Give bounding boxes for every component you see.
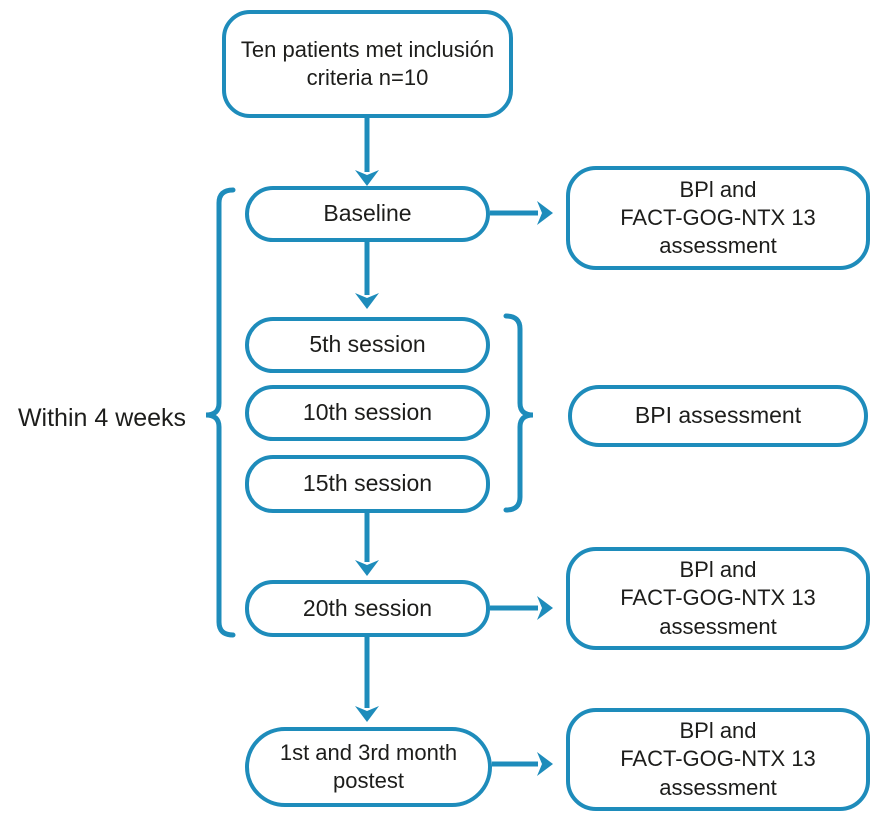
postest-line-1: 1st and 3rd month [279, 739, 458, 765]
inclusion-line-1: Ten patients met inclusión [240, 36, 495, 62]
node-assessment-after-baseline: BPl and FACT-GOG-NTX 13 assessment [566, 166, 870, 270]
node-session-10: 10th session [245, 385, 490, 441]
assessment2-line-3: assessment [659, 613, 777, 639]
arrow-right-baseline-to-assessment-icon [490, 201, 553, 225]
arrow-right-postest-to-assessment-icon [492, 752, 553, 776]
node-inclusion-criteria: Ten patients met inclusión criteria n=10 [222, 10, 513, 118]
arrow-down-baseline-to-session5-icon [355, 242, 379, 309]
brace-right-sessions-to-bpi-icon [503, 313, 534, 513]
session20-label: 20th session [302, 594, 433, 621]
assessment2-line-1: BPl and [679, 557, 757, 583]
assessment3-line-1: BPl and [679, 718, 757, 744]
arrow-down-inclusion-to-baseline-icon [355, 118, 379, 186]
session15-label: 15th session [302, 470, 433, 497]
session5-label: 5th session [309, 331, 426, 358]
node-session-5: 5th session [245, 317, 490, 373]
assessment3-line-2: FACT-GOG-NTX 13 [620, 746, 816, 772]
brace-left-within-4-weeks-icon [205, 187, 236, 638]
node-bpi-assessment: BPI assessment [568, 385, 868, 447]
bpi-assessment-label: BPI assessment [634, 402, 802, 429]
node-postest: 1st and 3rd month postest [245, 727, 492, 807]
assessment2-line-2: FACT-GOG-NTX 13 [620, 585, 816, 611]
assessment1-line-1: BPl and [679, 176, 757, 202]
inclusion-line-2: criteria n=10 [306, 65, 429, 90]
assessment1-line-3: assessment [659, 233, 777, 259]
assessment1-line-2: FACT-GOG-NTX 13 [620, 204, 816, 230]
label-within-4-weeks: Within 4 weeks [17, 404, 187, 432]
arrow-down-session15-to-session20-icon [355, 513, 379, 576]
baseline-label: Baseline [323, 200, 412, 227]
postest-line-2: postest [333, 768, 404, 793]
session10-label: 10th session [302, 399, 433, 426]
node-baseline: Baseline [245, 186, 490, 242]
node-assessment-after-postest: BPl and FACT-GOG-NTX 13 assessment [566, 708, 870, 811]
node-session-20: 20th session [245, 580, 490, 637]
assessment3-line-3: assessment [659, 774, 777, 800]
node-assessment-after-session20: BPl and FACT-GOG-NTX 13 assessment [566, 547, 870, 650]
node-session-15: 15th session [245, 455, 490, 513]
arrow-down-session20-to-postest-icon [355, 637, 379, 722]
arrow-right-session20-to-assessment-icon [490, 596, 553, 620]
